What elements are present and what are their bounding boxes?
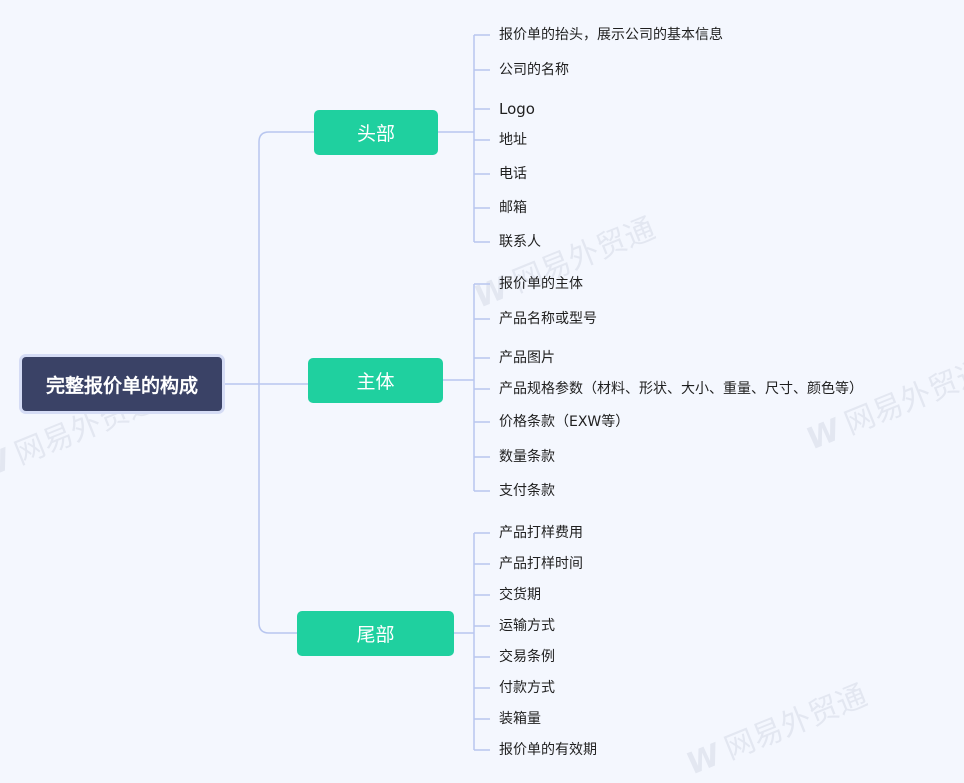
leaf-item-header[interactable]: 电话: [499, 166, 527, 182]
root-node[interactable]: 完整报价单的构成: [22, 357, 222, 411]
leaf-item-body[interactable]: 支付条款: [499, 483, 555, 499]
leaf-item-body[interactable]: 产品规格参数（材料、形状、大小、重量、尺寸、颜色等）: [499, 381, 863, 397]
leaf-item-body[interactable]: 产品名称或型号: [499, 311, 597, 327]
leaf-item-footer[interactable]: 产品打样费用: [499, 525, 583, 541]
leaf-item-header[interactable]: Logo: [499, 100, 535, 118]
leaf-item-footer[interactable]: 产品打样时间: [499, 556, 583, 572]
leaf-item-footer[interactable]: 交易条例: [499, 649, 555, 665]
leaf-item-footer[interactable]: 运输方式: [499, 618, 555, 634]
branch-node-footer[interactable]: 尾部: [297, 611, 454, 656]
branch-node-header[interactable]: 头部: [314, 110, 438, 155]
leaf-item-footer[interactable]: 报价单的有效期: [499, 742, 597, 758]
root-to-footer-line: [258, 384, 297, 634]
leaf-item-header[interactable]: 报价单的抬头，展示公司的基本信息: [499, 27, 723, 43]
leaf-item-header[interactable]: 邮箱: [499, 200, 527, 216]
leaf-item-header[interactable]: 地址: [499, 132, 527, 148]
leaf-item-footer[interactable]: 交货期: [499, 587, 541, 603]
leaf-item-header[interactable]: 联系人: [499, 234, 541, 250]
leaf-item-body[interactable]: 价格条款（EXW等）: [499, 414, 630, 430]
leaf-item-footer[interactable]: 装箱量: [499, 711, 541, 727]
leaf-item-body[interactable]: 产品图片: [499, 350, 555, 366]
branch-node-body[interactable]: 主体: [308, 358, 443, 403]
leaf-item-header[interactable]: 公司的名称: [499, 62, 569, 78]
leaf-item-body[interactable]: 数量条款: [499, 449, 555, 465]
leaf-item-footer[interactable]: 付款方式: [499, 680, 555, 696]
leaf-item-body[interactable]: 报价单的主体: [499, 276, 583, 292]
root-to-header-line: [258, 131, 314, 384]
